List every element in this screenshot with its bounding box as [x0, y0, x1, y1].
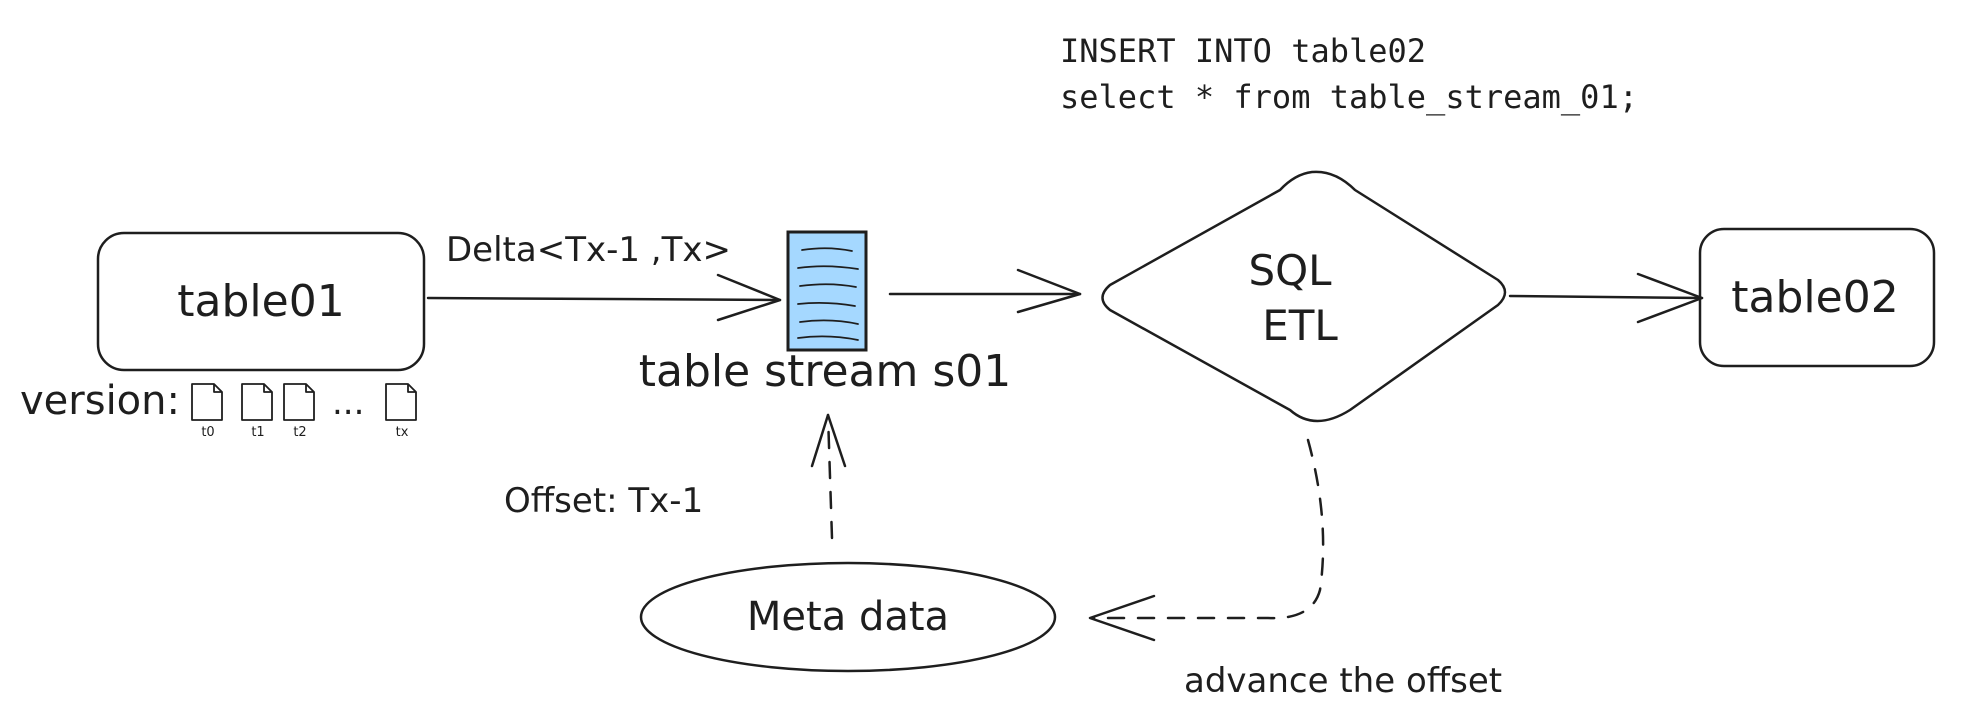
advance-offset-arrow [1088, 438, 1325, 642]
version-label: version: [20, 378, 180, 424]
version-t0-label: t0 [201, 425, 214, 440]
offset-label: Offset: Tx-1 [504, 481, 703, 521]
delta-arrow [426, 273, 782, 322]
table-stream-node[interactable] [786, 230, 868, 352]
file-icon [241, 383, 273, 421]
sql-line-2: select * from table_stream_01; [1060, 78, 1638, 116]
metadata-node[interactable]: Meta data [639, 561, 1057, 673]
etl-to-table02-arrow [1508, 272, 1704, 324]
version-t2-label: t2 [293, 425, 306, 440]
version-file-t1: t1 [241, 383, 273, 440]
metadata-label: Meta data [747, 594, 949, 640]
stream-label: table stream s01 [639, 346, 1012, 397]
advance-label: advance the offset [1184, 661, 1502, 701]
delta-label: Delta<Tx-1 ,Tx> [446, 230, 731, 270]
version-file-t0: t0 [191, 383, 223, 440]
table01-label: table01 [177, 276, 344, 327]
table02-label: table02 [1731, 272, 1898, 323]
etl-line-1: SQL [1248, 246, 1332, 295]
version-file-tx: tx [385, 383, 417, 440]
table01-node[interactable]: table01 [96, 231, 426, 372]
file-icon [385, 383, 417, 421]
version-t1-label: t1 [251, 425, 264, 440]
stream-icon [786, 230, 868, 352]
version-ellipsis: ... [332, 383, 364, 423]
version-file-t2: t2 [283, 383, 315, 440]
offset-arrow [810, 413, 847, 540]
file-icon [283, 383, 315, 421]
version-tx-label: tx [396, 425, 409, 440]
etl-line-2: ETL [1262, 301, 1338, 350]
sql-line-1: INSERT INTO table02 [1060, 32, 1426, 70]
file-icon [191, 383, 223, 421]
table02-node[interactable]: table02 [1698, 227, 1936, 368]
sql-etl-node[interactable]: SQL ETL [1101, 170, 1507, 423]
stream-to-etl-arrow [888, 268, 1082, 314]
